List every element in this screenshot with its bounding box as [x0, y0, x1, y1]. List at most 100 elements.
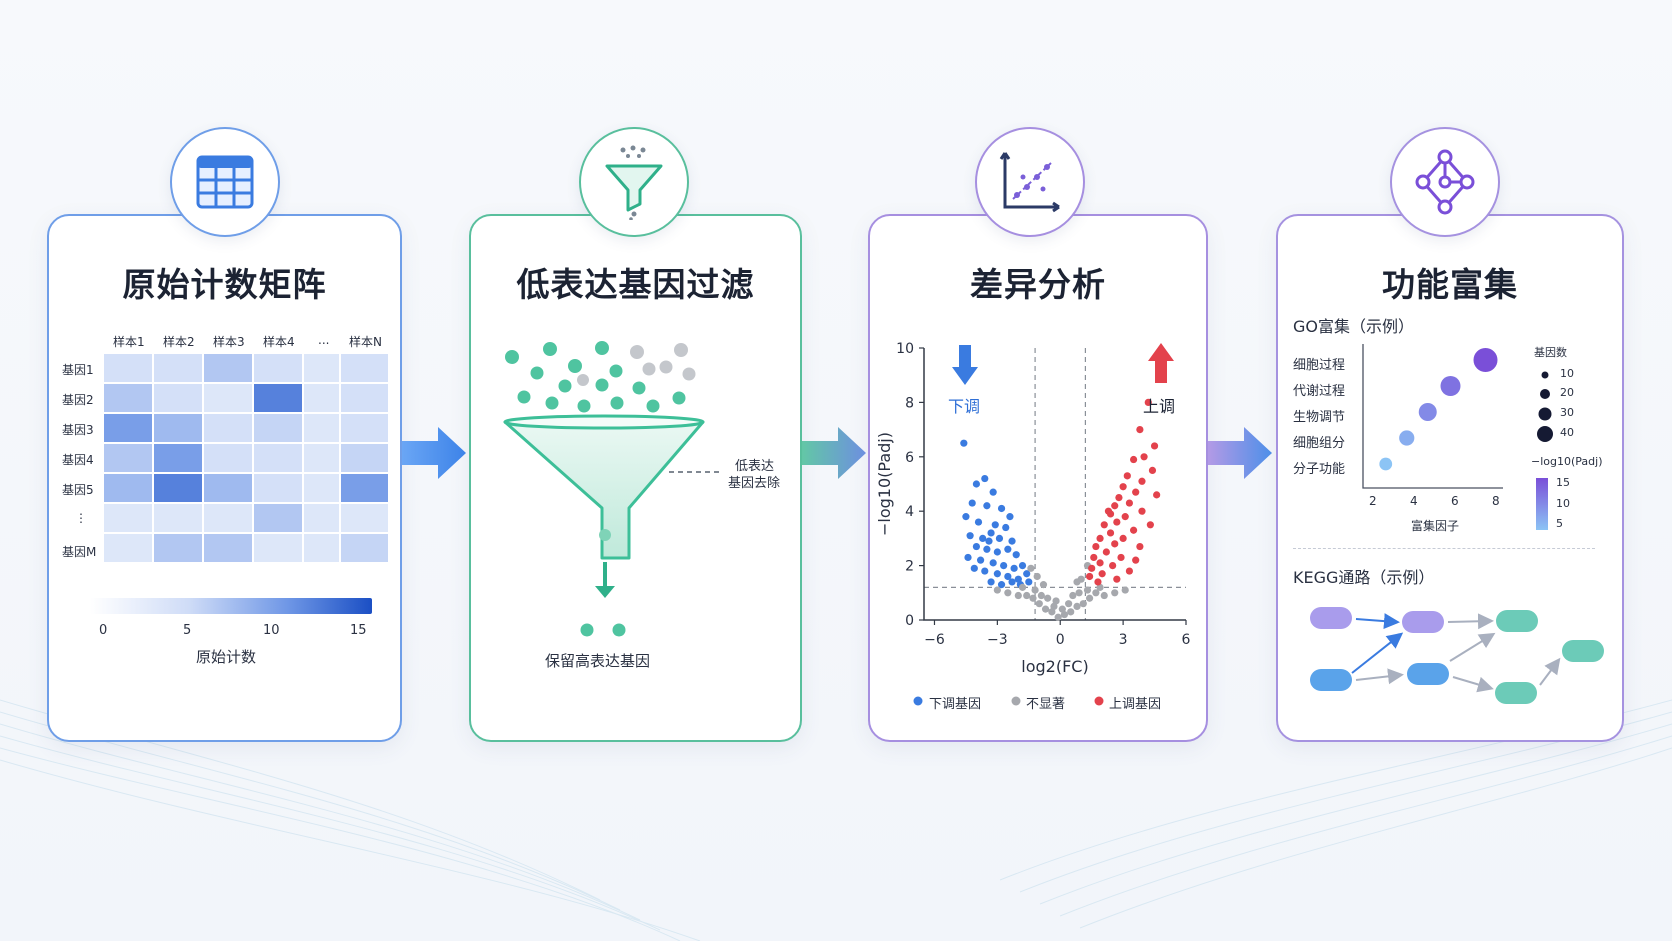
x-tick-label: 6: [1182, 632, 1191, 648]
volcano-point: [991, 521, 999, 529]
go-x-tick: 8: [1492, 494, 1500, 508]
network-nodes-icon: [1390, 127, 1500, 237]
volcano-point: [1096, 559, 1104, 567]
volcano-point: [968, 499, 976, 507]
volcano-point: [981, 474, 989, 483]
volcano-point: [1048, 608, 1056, 616]
y-tick-label: 0: [905, 613, 914, 629]
heatmap-cell: [104, 534, 154, 564]
heatmap-cell: [254, 534, 304, 564]
heatmap-cell: [204, 504, 254, 534]
scatter-plot-icon: [975, 127, 1085, 237]
heatmap-cell: [254, 504, 304, 534]
heatmap-cell: [154, 354, 204, 384]
volcano-point: [993, 548, 1001, 556]
matrix-col-header: 样本3: [213, 335, 245, 349]
y-tick-label: 6: [905, 450, 914, 466]
down-regulated-arrow-icon: [952, 345, 978, 385]
go-x-tick: 4: [1410, 494, 1418, 508]
legend-marker: [913, 696, 923, 706]
heatmap-cell: [304, 414, 341, 444]
heatmap-cell: [154, 414, 204, 444]
heatmap-cell: [254, 414, 304, 444]
volcano-point: [1153, 491, 1161, 499]
count-colorbar: [90, 598, 372, 614]
volcano-point: [1067, 608, 1075, 616]
volcano-point: [1130, 526, 1138, 534]
volcano-point: [1090, 553, 1098, 562]
volcano-point: [1058, 605, 1066, 613]
volcano-point: [1079, 600, 1087, 608]
volcano-point: [1004, 572, 1012, 581]
heatmap-cell: [204, 534, 254, 564]
heatmap-cell: [341, 474, 390, 504]
go-term: 生物调节: [1293, 410, 1346, 425]
volcano-point: [970, 564, 978, 572]
heatmap-cell: [304, 444, 341, 474]
color-legend-value: 15: [1556, 476, 1570, 489]
heatmap-cell: [204, 384, 254, 414]
heatmap-cell: [341, 354, 390, 384]
volcano-point: [1111, 540, 1119, 548]
heatmap-cell: [154, 474, 204, 504]
go-bubble: [1418, 403, 1437, 421]
y-tick-label: 2: [905, 559, 914, 575]
volcano-point: [997, 581, 1006, 589]
volcano-point: [989, 488, 997, 496]
legend-marker: [1011, 696, 1021, 706]
go-x-label: 富集因子: [1411, 519, 1460, 533]
volcano-point: [1119, 534, 1127, 542]
heatmap-cell: [304, 534, 341, 564]
removed-label: 低表达: [735, 459, 775, 474]
volcano-point: [1000, 562, 1008, 570]
heatmap-cell: [341, 534, 390, 564]
volcano-point: [1113, 518, 1121, 526]
volcano-point: [1006, 513, 1014, 521]
matrix-row-header: 基因1: [62, 363, 94, 377]
volcano-point: [974, 518, 983, 526]
go-bubble: [1399, 430, 1415, 446]
go-term: 细胞过程: [1293, 358, 1346, 373]
volcano-point: [1106, 529, 1115, 537]
go-title: GO富集（示例）: [1293, 317, 1414, 336]
color-legend-bar: [1536, 478, 1548, 530]
volcano-point: [1031, 586, 1039, 594]
heatmap-cell: [341, 384, 390, 414]
volcano-point: [1060, 610, 1069, 619]
filter-funnel-illustration: [503, 341, 719, 637]
volcano-point: [1029, 594, 1037, 602]
volcano-point: [997, 504, 1006, 513]
legend-down: 下调基因: [929, 697, 982, 712]
volcano-point: [1136, 542, 1144, 551]
step-title-filter: 低表达基因过滤: [516, 265, 755, 304]
volcano-point: [1132, 488, 1140, 496]
volcano-point: [1111, 589, 1119, 597]
removed-label: 基因去除: [728, 476, 781, 491]
y-tick-label: 10: [896, 341, 914, 357]
volcano-point: [1106, 510, 1115, 518]
heatmap-cell: [104, 354, 154, 384]
colorbar-tick: 0: [99, 623, 108, 638]
heatmap-cell: [304, 384, 341, 414]
matrix-col-header: ...: [318, 333, 330, 347]
go-term: 分子功能: [1293, 462, 1346, 477]
flow-arrow-1: [402, 427, 466, 479]
volcano-point: [1121, 586, 1129, 594]
go-x-tick: 6: [1451, 494, 1459, 508]
volcano-point: [1008, 578, 1016, 586]
heatmap-cell: [254, 444, 304, 474]
up-regulated-arrow-icon: [1148, 343, 1174, 383]
volcano-point: [1073, 602, 1081, 610]
matrix-row-header: 基因4: [62, 453, 94, 467]
heatmap-cell: [304, 504, 341, 534]
volcano-point: [1002, 523, 1010, 532]
volcano-point: [995, 534, 1004, 542]
volcano-point: [1102, 548, 1110, 556]
flow-arrow-3: [1208, 427, 1272, 479]
volcano-point: [1100, 591, 1108, 600]
volcano-point: [1125, 499, 1134, 507]
heatmap-cell: [104, 414, 154, 444]
volcano-point: [1123, 472, 1131, 480]
volcano-point: [1044, 594, 1052, 602]
